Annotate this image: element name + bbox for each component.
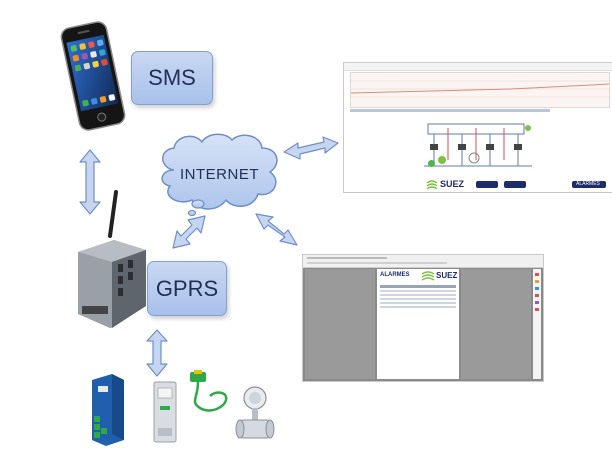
report-brand: SUEZ: [436, 271, 458, 280]
process-schematic: [424, 123, 532, 167]
report-side-toolbar: [533, 269, 541, 379]
dashboard-alarmes-button[interactable]: ALARMES: [572, 181, 606, 188]
io-module-icon: [92, 374, 124, 446]
sms-label: SMS: [131, 51, 213, 105]
dashboard-legend-strip: [350, 109, 550, 112]
report-heading: ALARMES: [380, 272, 410, 278]
thermocouple-icon: [190, 370, 228, 412]
dashboard-window: SUEZ ALARMES: [343, 62, 612, 193]
internet-cloud: [161, 133, 278, 217]
report-page: ALARMES SUEZ: [377, 269, 459, 379]
trend-graph: [351, 80, 609, 98]
arrow-router-internet: [172, 215, 206, 249]
arrow-internet-report: [255, 213, 298, 246]
dashboard-synoptic: [414, 120, 544, 176]
gprs-label-text: GPRS: [155, 275, 219, 301]
report-left-pane: [305, 269, 375, 379]
report-window: ALARMES SUEZ: [302, 254, 544, 382]
gprs-label: GPRS: [147, 261, 227, 316]
arrow-router-sensors: [146, 329, 168, 377]
dashboard-titlebar: [344, 63, 612, 71]
dashboard-alarmes-label: ALARMES: [576, 181, 600, 187]
din-sensor-icon: [153, 381, 177, 443]
flowmeter-icon: [235, 386, 275, 439]
report-table: [380, 285, 456, 315]
dashboard-brand: SUEZ: [440, 179, 465, 189]
arrow-phone-router: [79, 149, 101, 215]
gprs-router-icon: [78, 190, 146, 328]
report-right-pane: [461, 269, 531, 379]
smartphone-icon: [60, 21, 126, 131]
dashboard-btn-2[interactable]: [504, 181, 526, 188]
dashboard-status-dot: [428, 160, 435, 167]
internet-label: INTERNET: [180, 166, 259, 183]
sms-label-text: SMS: [148, 65, 196, 90]
report-suez-logo-icon: [421, 271, 435, 281]
dashboard-trend-panel: [350, 72, 610, 108]
dashboard-footer: SUEZ ALARMES: [424, 179, 610, 190]
report-toolbar: [303, 255, 543, 268]
dashboard-btn-1[interactable]: [476, 181, 498, 188]
suez-logo-mark-icon: [426, 180, 438, 190]
arrow-internet-dashboard: [283, 136, 339, 160]
